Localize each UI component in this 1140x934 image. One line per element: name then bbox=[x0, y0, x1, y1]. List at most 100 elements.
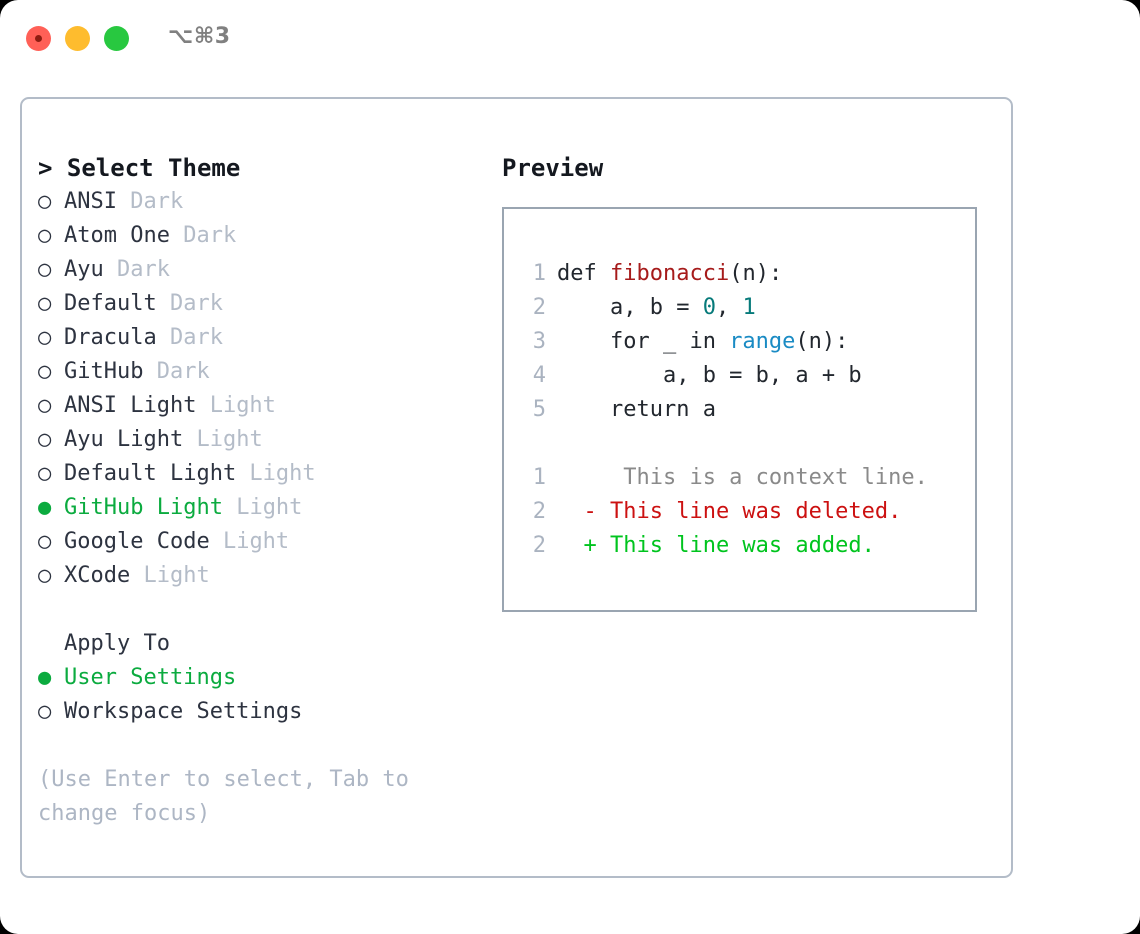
radio-unselected-icon: ○ bbox=[38, 325, 52, 350]
apply-to-option[interactable]: ○ Workspace Settings bbox=[38, 695, 488, 729]
code-token-call: range bbox=[729, 329, 796, 354]
title-bar: ⌥⌘3 bbox=[0, 0, 1140, 76]
code-line-number: 2 bbox=[532, 295, 546, 320]
radio-unselected-icon: ○ bbox=[38, 257, 52, 282]
theme-option[interactable]: ○ ANSI Light Light bbox=[38, 389, 488, 423]
code-token-plain: (n): bbox=[795, 329, 849, 354]
theme-option-name: Google Code bbox=[64, 529, 210, 554]
code-line: 4 a, b = b, a + b bbox=[524, 359, 975, 393]
code-token-plain: def bbox=[557, 261, 610, 286]
theme-option-kind: Dark bbox=[169, 223, 237, 248]
list-spacer bbox=[38, 593, 488, 627]
radio-unselected-icon: ○ bbox=[38, 291, 52, 316]
theme-option-name: Dracula bbox=[64, 325, 157, 350]
code-line-number: 4 bbox=[532, 363, 546, 388]
diff-line-text-add: + This line was added. bbox=[557, 533, 875, 558]
theme-option-name: GitHub Light bbox=[64, 495, 223, 520]
code-line: 2 a, b = 0, 1 bbox=[524, 291, 975, 325]
theme-option-kind: Dark bbox=[156, 325, 223, 350]
radio-unselected-icon: ○ bbox=[38, 699, 52, 724]
apply-to-option-name: Workspace Settings bbox=[64, 699, 303, 724]
maximize-button[interactable] bbox=[104, 26, 129, 51]
theme-option-kind: Light bbox=[183, 427, 263, 452]
code-token-plain: , bbox=[715, 295, 743, 320]
diff-line: 2 + This line was added. bbox=[524, 529, 975, 563]
theme-option-name: Ayu Light bbox=[64, 427, 184, 452]
diff-line-number: 2 bbox=[532, 499, 546, 524]
theme-option[interactable]: ○ Atom One Dark bbox=[38, 219, 488, 253]
theme-option-kind: Light bbox=[236, 461, 316, 486]
theme-option-kind: Dark bbox=[143, 359, 210, 384]
theme-option[interactable]: ○Default Light Light bbox=[38, 457, 488, 491]
apply-to-option-name: User Settings bbox=[64, 665, 237, 690]
code-token-plain: for _ in bbox=[557, 329, 730, 354]
theme-option[interactable]: ○ Google Code Light bbox=[38, 525, 488, 559]
code-line: 1 def fibonacci(n): bbox=[524, 257, 975, 291]
code-token-num: 1 bbox=[742, 295, 756, 320]
diff-line-number: 1 bbox=[532, 465, 546, 490]
window-controls bbox=[26, 26, 129, 51]
diff-line-text-del: - This line was deleted. bbox=[557, 499, 902, 524]
theme-option-kind: Light bbox=[222, 495, 303, 520]
code-token-plain: a, b = b, a + b bbox=[557, 363, 862, 388]
theme-option-name: Default bbox=[64, 291, 157, 316]
theme-list[interactable]: ○ANSI Dark○Atom One Dark○Ayu Dark○Defaul… bbox=[38, 185, 488, 593]
radio-unselected-icon: ○ bbox=[38, 529, 52, 554]
theme-option[interactable]: ○Ayu Dark bbox=[38, 253, 488, 287]
apply-to-heading: Apply To bbox=[64, 631, 170, 656]
theme-option[interactable]: ○ Ayu Light Light bbox=[38, 423, 488, 457]
code-token-plain: return a bbox=[557, 397, 716, 422]
theme-option[interactable]: ○ ANSI Dark bbox=[38, 185, 488, 219]
radio-unselected-icon: ○ bbox=[38, 359, 52, 384]
close-button[interactable] bbox=[26, 26, 51, 51]
code-line: 5 return a bbox=[524, 393, 975, 427]
diff-line-number: 2 bbox=[532, 533, 546, 558]
diff-line: 2 - This line was deleted. bbox=[524, 495, 975, 529]
radio-unselected-icon: ○ bbox=[38, 189, 52, 214]
theme-option[interactable]: ○ Dracula Dark bbox=[38, 321, 488, 355]
theme-option-kind: Light bbox=[130, 563, 210, 588]
radio-unselected-icon: ○ bbox=[38, 393, 52, 418]
diff-sample: 1 This is a context line.2 - This line w… bbox=[524, 461, 975, 563]
preview-title: Preview bbox=[502, 154, 604, 182]
radio-unselected-icon: ○ bbox=[38, 427, 52, 452]
minimize-button[interactable] bbox=[65, 26, 90, 51]
theme-selection-column: > Select Theme ○ANSI Dark○Atom One Dark○… bbox=[38, 151, 488, 831]
code-token-plain: (n): bbox=[729, 261, 783, 286]
code-line-number: 3 bbox=[532, 329, 546, 354]
code-line-number: 1 bbox=[532, 261, 546, 286]
theme-option[interactable]: ○ Default Dark bbox=[38, 287, 488, 321]
radio-selected-icon: ● bbox=[38, 495, 52, 520]
diff-line: 1 This is a context line. bbox=[524, 461, 975, 495]
theme-option-kind: Light bbox=[209, 529, 290, 554]
theme-option-name: GitHub bbox=[64, 359, 144, 384]
code-line-number: 5 bbox=[532, 397, 546, 422]
theme-option-kind: Light bbox=[196, 393, 276, 418]
code-line: 3 for _ in range(n): bbox=[524, 325, 975, 359]
radio-unselected-icon: ○ bbox=[38, 223, 52, 248]
radio-selected-icon: ● bbox=[38, 665, 52, 690]
theme-option-name: Default Light bbox=[64, 461, 237, 486]
theme-option-name: ANSI Light bbox=[64, 393, 197, 418]
theme-option-name: Atom One bbox=[64, 223, 170, 248]
theme-option[interactable]: ○ XCode Light bbox=[38, 559, 488, 593]
theme-option[interactable]: ○ GitHub Dark bbox=[38, 355, 488, 389]
theme-option-kind: Dark bbox=[116, 189, 184, 214]
theme-option[interactable]: ● GitHub Light Light bbox=[38, 491, 488, 525]
theme-option-name: ANSI bbox=[64, 189, 117, 214]
keyboard-shortcut-label: ⌥⌘3 bbox=[168, 24, 231, 49]
apply-to-option[interactable]: ● User Settings bbox=[38, 661, 488, 695]
theme-option-name: Ayu bbox=[64, 257, 104, 282]
code-diff-separator bbox=[524, 427, 975, 461]
keyboard-hint: (Use Enter to select, Tab to change focu… bbox=[38, 767, 409, 826]
apply-to-list[interactable]: ● User Settings ○ Workspace Settings bbox=[38, 661, 488, 729]
radio-unselected-icon: ○ bbox=[38, 563, 52, 588]
theme-option-name: XCode bbox=[64, 563, 131, 588]
theme-option-kind: Dark bbox=[156, 291, 223, 316]
code-token-fn: fibonacci bbox=[609, 261, 730, 286]
diff-line-text-ctx: This is a context line. bbox=[557, 465, 928, 490]
